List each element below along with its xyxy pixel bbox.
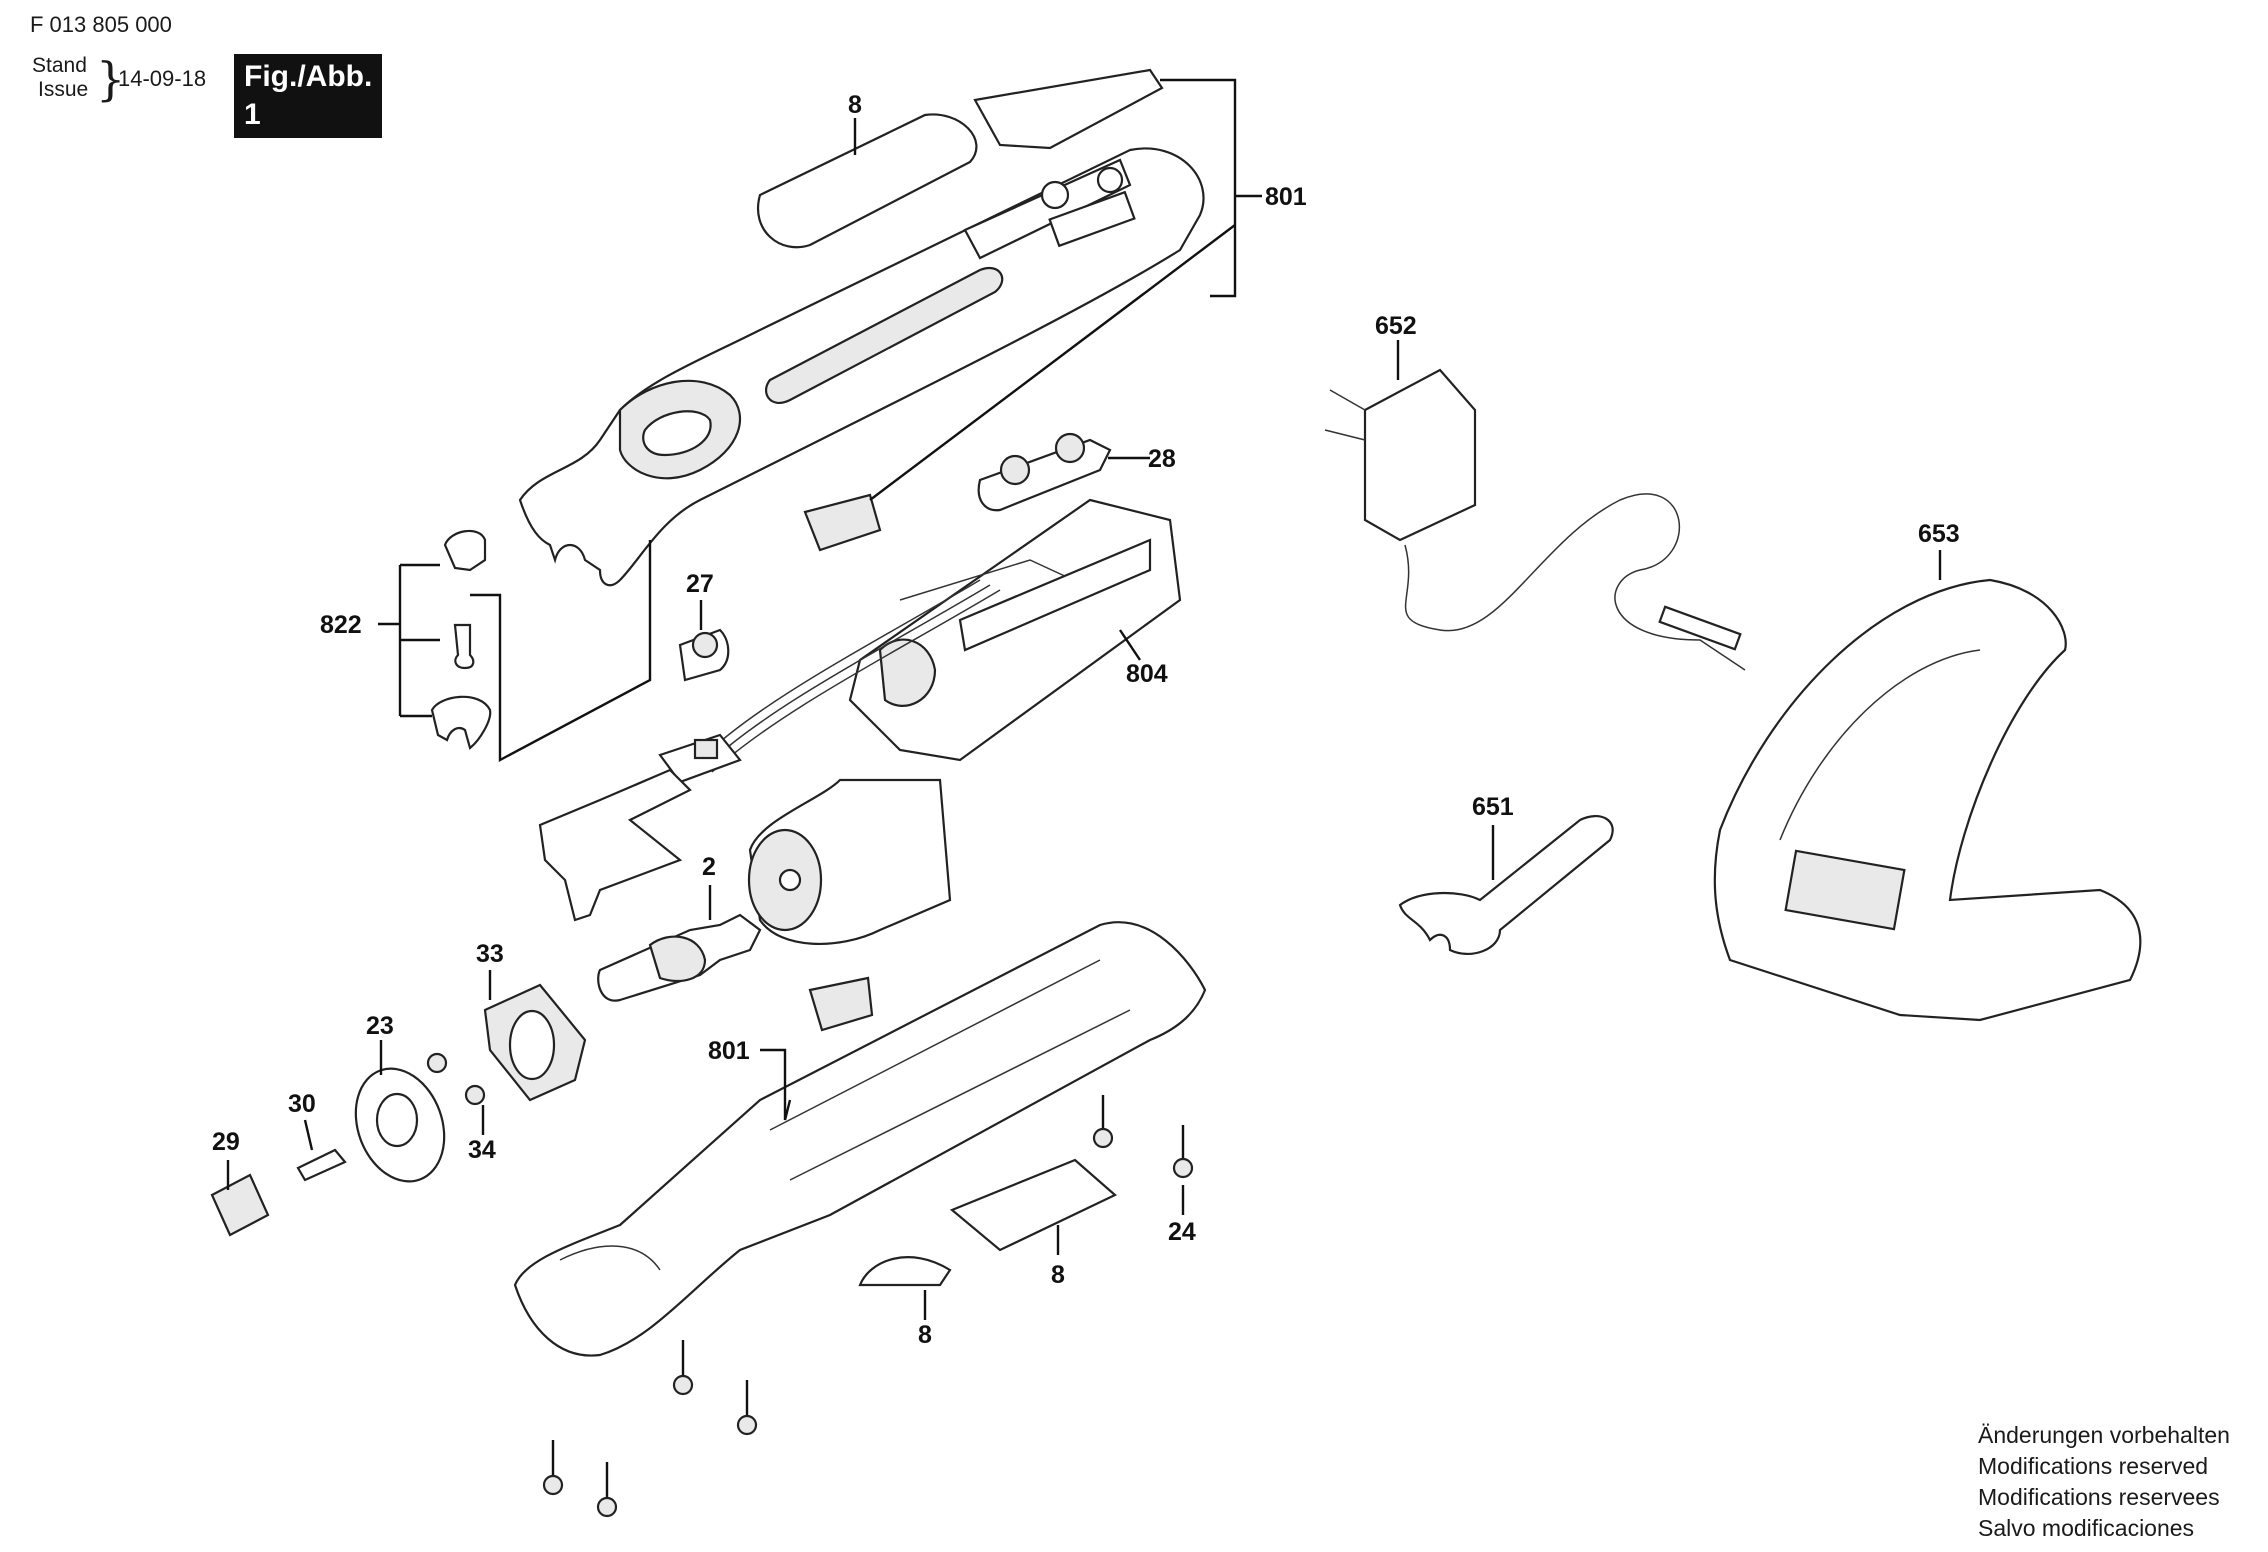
leader-30 — [303, 1119, 314, 1151]
collar-washer-part — [354, 1067, 446, 1183]
bearing-holder-part — [483, 983, 587, 1102]
button-assembly — [430, 529, 492, 750]
rubber-pad-bottom — [808, 976, 874, 1032]
label-29: 29 — [212, 1128, 240, 1156]
screws-24 — [542, 1095, 1194, 1518]
notice-fr: Modifications reservees — [1978, 1484, 2220, 1510]
leader-801-top — [1160, 78, 1262, 298]
label-plate-bottom-right — [949, 1158, 1117, 1252]
collet-part — [296, 1148, 347, 1182]
label-801-top: 801 — [1265, 183, 1307, 211]
leader-804 — [1119, 629, 1141, 661]
housing-bottom-shell — [513, 921, 1207, 1357]
switch-board-assembly — [538, 579, 1001, 922]
charging-cradle — [1713, 578, 2142, 1022]
stand-issue-block: Stand Issue } 14-09-18 Fig./Abb. 1 — [32, 52, 383, 138]
label-27: 27 — [686, 570, 714, 598]
leader-801-top-bracket — [869, 224, 1236, 501]
leader-822 — [378, 563, 440, 718]
label-plate-top-right — [973, 68, 1164, 150]
figure-label: Fig./Abb. 1 — [234, 54, 383, 138]
label-30: 30 — [288, 1090, 316, 1118]
label-804: 804 — [1126, 660, 1168, 688]
label-8-mid: 8 — [1051, 1261, 1065, 1289]
label-plate-bottom-left — [858, 1256, 952, 1287]
label-2: 2 — [702, 853, 716, 881]
issue-label: Issue — [38, 78, 89, 101]
spanner-wrench — [1398, 815, 1614, 955]
label-23: 23 — [366, 1012, 394, 1040]
label-653: 653 — [1918, 520, 1960, 548]
motor-assembly — [597, 778, 952, 1002]
screw-34 — [426, 1052, 486, 1106]
notice-en: Modifications reserved — [1978, 1453, 2209, 1479]
rubber-pad — [803, 493, 882, 552]
issue-date: 14-09-18 — [118, 66, 207, 91]
label-651: 651 — [1472, 793, 1514, 821]
label-plate-top-left — [757, 113, 978, 249]
label-8-low: 8 — [918, 1321, 932, 1349]
label-24: 24 — [1168, 1218, 1196, 1246]
switch-part — [977, 432, 1112, 512]
leader-801-bottom — [760, 1048, 792, 1121]
modifications-notice: Änderungen vorbehalten Modifications res… — [1978, 1420, 2230, 1544]
knob-part — [678, 628, 730, 682]
document-number: F 013 805 000 — [30, 12, 172, 37]
label-28: 28 — [1148, 445, 1176, 473]
housing-top-shell — [518, 147, 1205, 587]
charger-power-supply — [1324, 368, 1746, 671]
notice-de: Änderungen vorbehalten — [1978, 1422, 2230, 1448]
label-33: 33 — [476, 940, 504, 968]
stand-label: Stand — [32, 54, 87, 77]
label-34: 34 — [468, 1136, 496, 1164]
label-8-top: 8 — [848, 91, 862, 119]
leader-822-group — [470, 540, 652, 762]
label-652: 652 — [1375, 312, 1417, 340]
label-822: 822 — [320, 611, 362, 639]
battery-pack — [848, 498, 1182, 762]
label-801-bottom: 801 — [708, 1037, 750, 1065]
notice-es: Salvo modificaciones — [1978, 1515, 2195, 1541]
collet-nut-part — [210, 1173, 270, 1237]
brace-icon: } — [96, 52, 126, 106]
